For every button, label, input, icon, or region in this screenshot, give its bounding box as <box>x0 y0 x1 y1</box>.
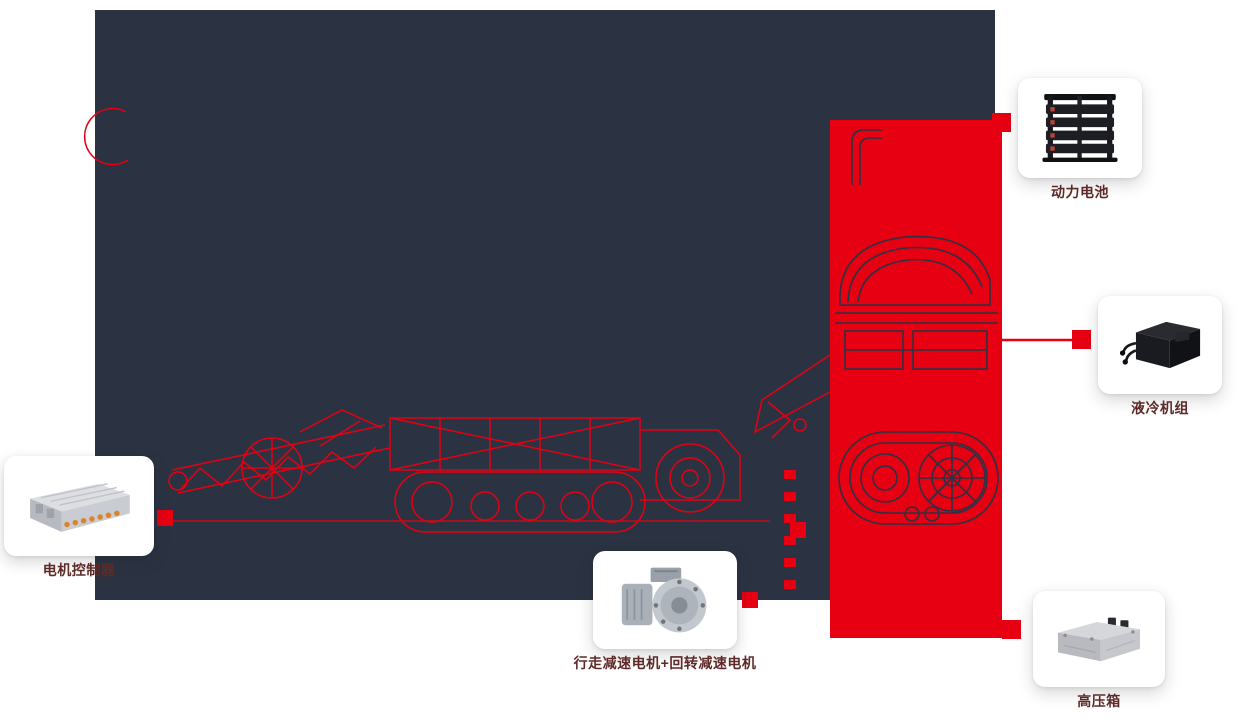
motor-controller-image <box>30 483 130 532</box>
controller-anchor-square <box>157 510 173 526</box>
liquid-cooling-unit-image <box>1119 321 1201 369</box>
callout-label-power-battery: 动力电池 <box>1051 184 1109 200</box>
hv-box-anchor-square <box>1002 620 1021 639</box>
callout-card-motor-controller <box>4 456 154 556</box>
callout-label-motor-controller: 电机控制器 <box>42 562 116 578</box>
callout-card-cooling-unit <box>1098 296 1222 394</box>
callout-label-cooling-unit: 液冷机组 <box>1131 400 1189 416</box>
cooling-anchor-square <box>1072 330 1091 349</box>
callout-card-high-voltage-box <box>1033 591 1165 687</box>
callout-card-drive-motors <box>593 551 737 649</box>
motor-anchor-square-2 <box>790 522 806 538</box>
paver-wireframe <box>83 107 770 533</box>
motor-anchor-square-1 <box>742 592 758 608</box>
callout-label-drive-motors: 行走减速电机+回转减速电机 <box>573 655 757 671</box>
high-voltage-box-image <box>1057 617 1141 662</box>
track-link-chain <box>784 470 796 589</box>
boom-wireframe <box>753 354 831 439</box>
callout-label-high-voltage-box: 高压箱 <box>1077 693 1121 709</box>
highlight-slab <box>830 120 1002 638</box>
battery-rack-image <box>1042 93 1118 163</box>
callout-card-power-battery <box>1018 78 1142 178</box>
battery-anchor-square <box>992 113 1011 132</box>
excavator-wireframe <box>835 129 999 525</box>
callout-connectors <box>157 113 1091 639</box>
reduction-motor-image <box>621 567 707 633</box>
